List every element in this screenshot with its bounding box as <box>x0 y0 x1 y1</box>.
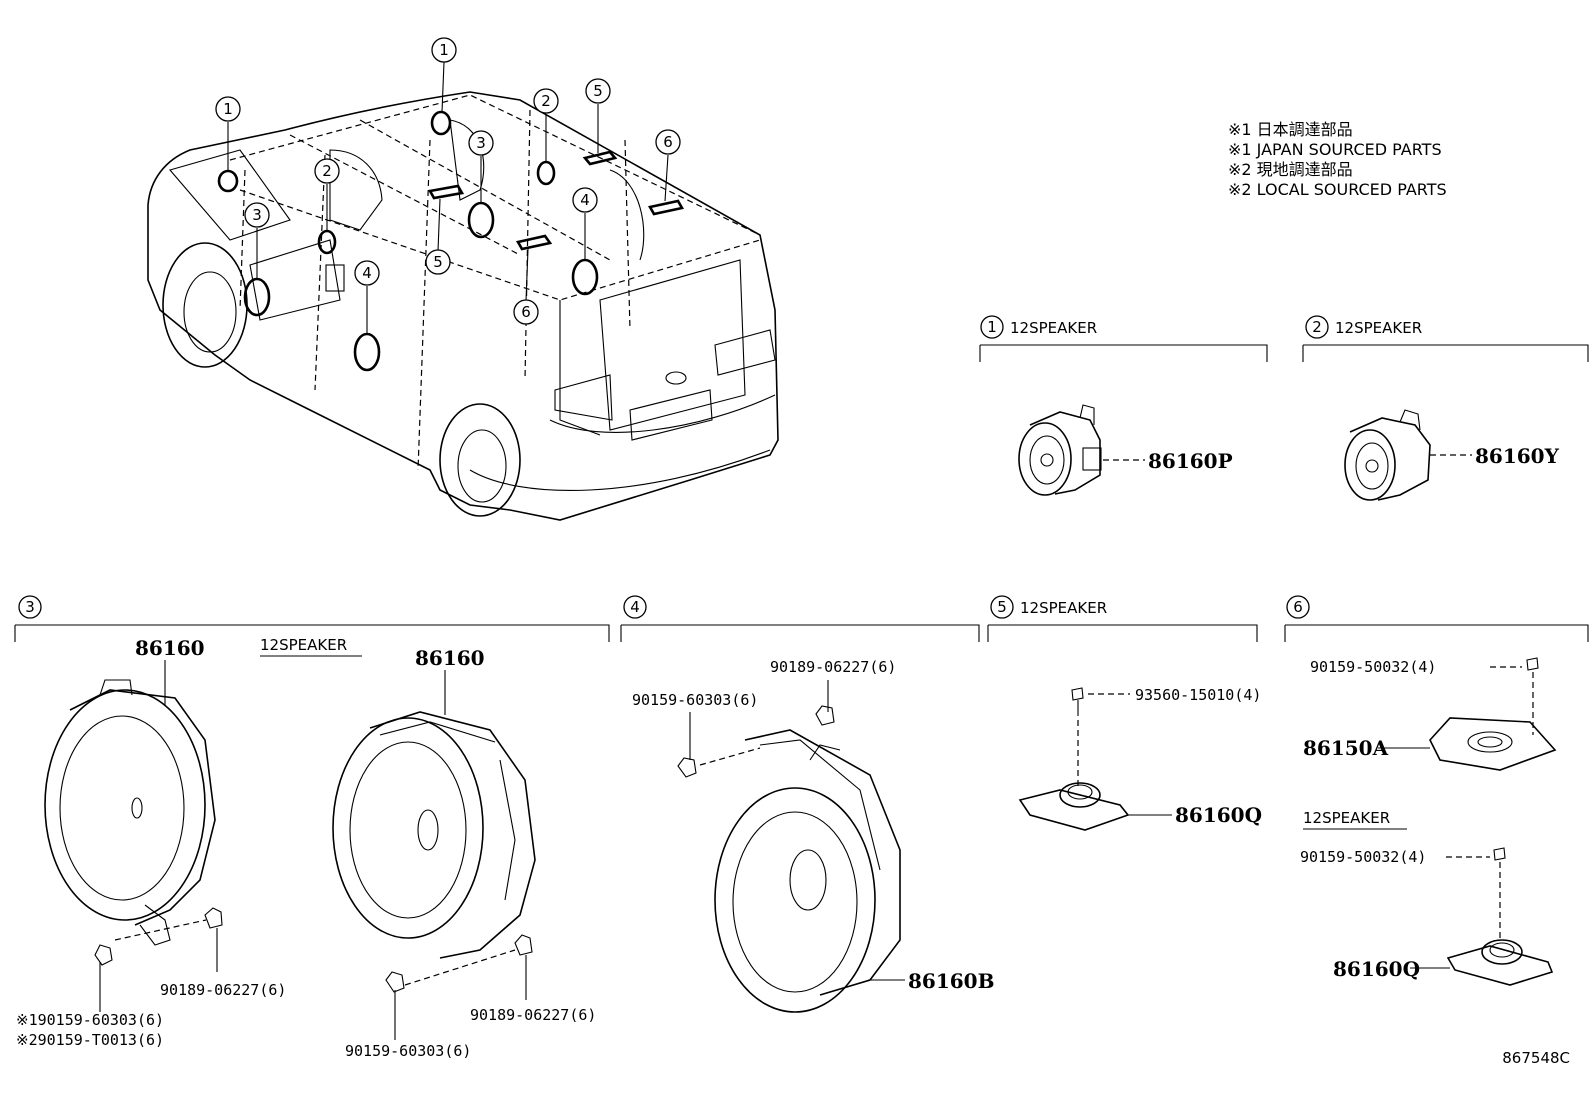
tweeter-86160Y-drawing <box>1344 409 1431 501</box>
section-3-number: 3 <box>25 598 35 616</box>
screw-90159-50032-a: 90159-50032(4) <box>1310 658 1436 676</box>
part-86160B: 86160B <box>908 969 994 993</box>
bolt-90159-60303-b: 90159-60303(6) <box>345 1042 471 1060</box>
callout-2b: 2 <box>541 92 551 110</box>
callout-5a: 5 <box>593 82 603 100</box>
speaker-86160Q-s6-drawing <box>1446 939 1554 986</box>
callout-6a: 6 <box>521 303 531 321</box>
section-5-title: 12SPEAKER <box>1020 599 1107 617</box>
tweeter-86160P-drawing <box>1018 404 1102 496</box>
vehicle-drawing <box>147 61 779 521</box>
speaker-86160-a-drawing <box>44 679 216 946</box>
speaker-86160B-drawing <box>714 729 901 1013</box>
section-4: 4 90189-06227(6) 90159-60303(6) 86160B <box>620 595 994 1013</box>
section-4-number: 4 <box>630 598 640 616</box>
part-86160-b: 86160 <box>415 646 485 670</box>
callout-1a: 1 <box>223 100 233 118</box>
section-2: 2 12SPEAKER 86160Y <box>1302 315 1589 501</box>
section-1-title: 12SPEAKER <box>1010 319 1097 337</box>
diagram-reference-code: 867548C <box>1502 1049 1570 1067</box>
speaker-86160Q-s5-drawing <box>1018 782 1130 831</box>
section-1-number: 1 <box>987 318 997 336</box>
section-6-subtitle: 12SPEAKER <box>1303 809 1390 827</box>
callout-3a: 3 <box>252 206 262 224</box>
screw-93560-15010: 93560-15010(4) <box>1135 686 1261 704</box>
section-3-subtitle: 12SPEAKER <box>260 636 347 654</box>
note-japan-en: ※1 JAPAN SOURCED PARTS <box>1228 140 1442 159</box>
callout-1b: 1 <box>439 41 449 59</box>
screw-90159-50032-b: 90159-50032(4) <box>1300 848 1426 866</box>
section-2-number: 2 <box>1312 318 1322 336</box>
callout-2a: 2 <box>322 162 332 180</box>
note-local-en: ※2 LOCAL SOURCED PARTS <box>1228 180 1447 199</box>
section-6-number: 6 <box>1293 598 1303 616</box>
clip-90189-06227-s4: 90189-06227(6) <box>770 658 896 676</box>
section-5-number: 5 <box>997 598 1007 616</box>
sourcing-notes: ※1 日本調達部品 ※1 JAPAN SOURCED PARTS ※2 現地調達… <box>1228 120 1447 200</box>
callout-5b: 5 <box>433 253 443 271</box>
callout-4b: 4 <box>580 191 590 209</box>
note-local-jp: ※2 現地調達部品 <box>1228 160 1353 179</box>
part-86160Y: 86160Y <box>1475 444 1560 468</box>
clip-90189-06227-b: 90189-06227(6) <box>470 1006 596 1024</box>
part-86160Q-s5: 86160Q <box>1175 803 1262 827</box>
part-86160-a: 86160 <box>135 636 205 660</box>
speaker-86160-b-drawing <box>332 711 536 959</box>
clip-90189-06227-a: 90189-06227(6) <box>160 981 286 999</box>
section-3: 3 12SPEAKER 86160 90189-06227(6) ※190159… <box>14 595 610 1060</box>
vehicle-callouts: 1 1 2 2 3 3 4 4 5 5 6 6 <box>215 37 681 325</box>
bolt-90159-60303-s4: 90159-60303(6) <box>632 691 758 709</box>
bolt-japan-90159-60303: ※190159-60303(6) <box>16 1011 164 1029</box>
section-2-title: 12SPEAKER <box>1335 319 1422 337</box>
note-japan-jp: ※1 日本調達部品 <box>1228 120 1353 139</box>
section-5: 5 12SPEAKER 93560-15010(4) 86160Q <box>987 595 1262 831</box>
callout-3b: 3 <box>476 134 486 152</box>
callout-6b: 6 <box>663 133 673 151</box>
speaker-86150A-drawing <box>1429 717 1557 771</box>
bolt-local-90159-T0013: ※290159-T0013(6) <box>16 1031 164 1049</box>
part-86150A: 86150A <box>1303 736 1389 760</box>
section-6: 6 90159-50032(4) 86150A 12SPEAKER 90159-… <box>1284 595 1589 986</box>
part-86160P: 86160P <box>1148 449 1233 473</box>
section-1: 1 12SPEAKER 86160P <box>979 315 1268 496</box>
callout-4a: 4 <box>362 264 372 282</box>
part-86160Q-s6: 86160Q <box>1333 957 1420 981</box>
